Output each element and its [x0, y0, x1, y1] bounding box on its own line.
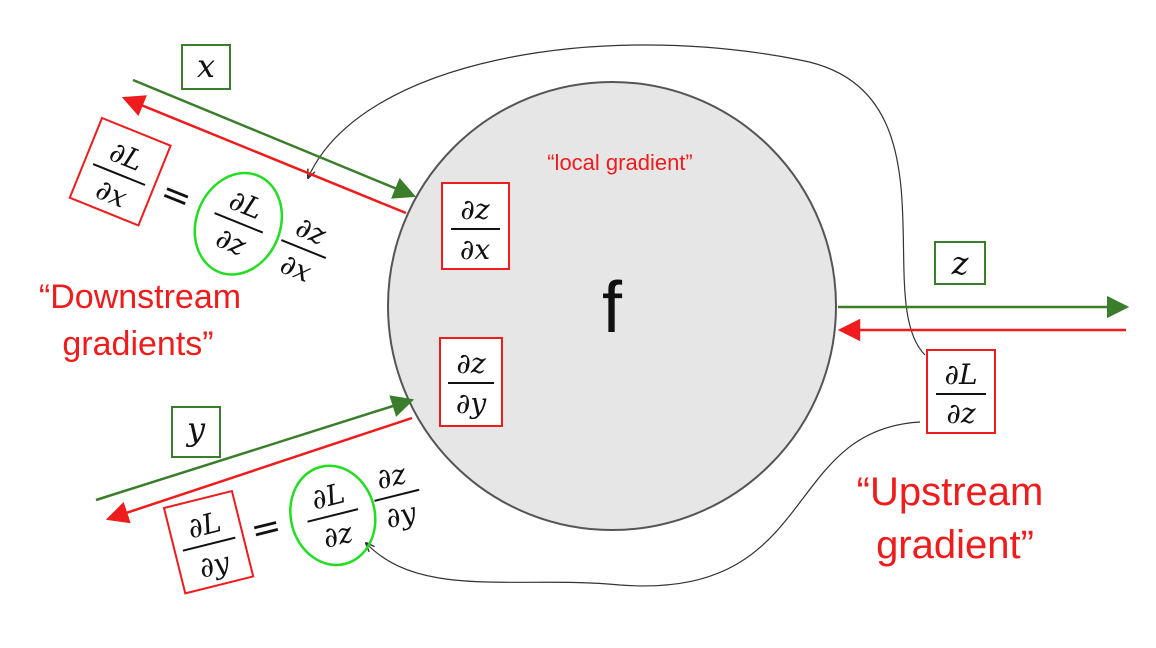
- upstream-to-y-connector: [366, 421, 921, 587]
- x-label-box: x: [181, 44, 231, 90]
- svg-text:∂z: ∂z: [211, 221, 251, 263]
- local-gradient-dz-dx: ∂z ∂x: [441, 182, 510, 270]
- svg-text:∂y: ∂y: [456, 387, 487, 420]
- y-chain-rule-equation: ∂L ∂y = ∂L ∂z ∂z ∂y: [162, 457, 421, 595]
- upstream-highlight-circle-x: [193, 171, 284, 276]
- y-label-box: y: [171, 406, 221, 458]
- local-gradient-label: “local gradient”: [547, 150, 693, 175]
- svg-text:∂z: ∂z: [456, 347, 485, 380]
- svg-text:∂x: ∂x: [460, 233, 490, 266]
- function-node-label: f: [602, 268, 623, 348]
- z-label-box: z: [934, 241, 986, 285]
- x-label: x: [197, 47, 215, 85]
- svg-text:∂L: ∂L: [308, 476, 348, 516]
- svg-text:∂y: ∂y: [382, 495, 421, 535]
- upstream-gradient-label-line2: gradient”: [876, 523, 1034, 567]
- svg-text:=: =: [155, 171, 198, 220]
- y-label: y: [185, 410, 206, 448]
- y-backward-arrow: [105, 416, 413, 524]
- x-chain-rule-equation: ∂L ∂x = ∂L ∂z ∂z ∂x: [68, 116, 331, 289]
- svg-text:∂L: ∂L: [944, 358, 977, 391]
- downstream-gradients-label-line2: gradients”: [62, 325, 213, 363]
- local-gradient-dz-dy: ∂z ∂y: [439, 337, 503, 427]
- svg-text:=: =: [246, 505, 285, 552]
- downstream-gradients-label-line1: “Downstream: [39, 278, 241, 316]
- svg-text:∂z: ∂z: [320, 516, 357, 555]
- z-label: z: [951, 244, 970, 282]
- upstream-gradient-label-line1: “Upstream: [857, 470, 1044, 514]
- upstream-gradient-dL-dz: ∂L ∂z: [926, 349, 996, 434]
- svg-text:∂z: ∂z: [946, 397, 975, 430]
- x-forward-arrow: [132, 78, 417, 199]
- upstream-highlight-circle-y: [289, 464, 377, 567]
- svg-text:∂z: ∂z: [460, 193, 489, 226]
- y-forward-arrow: [95, 395, 415, 502]
- upstream-to-x-connector: [308, 44, 926, 356]
- svg-text:∂z: ∂z: [373, 457, 410, 496]
- x-backward-arrow: [121, 95, 407, 215]
- svg-text:∂x: ∂x: [276, 247, 317, 289]
